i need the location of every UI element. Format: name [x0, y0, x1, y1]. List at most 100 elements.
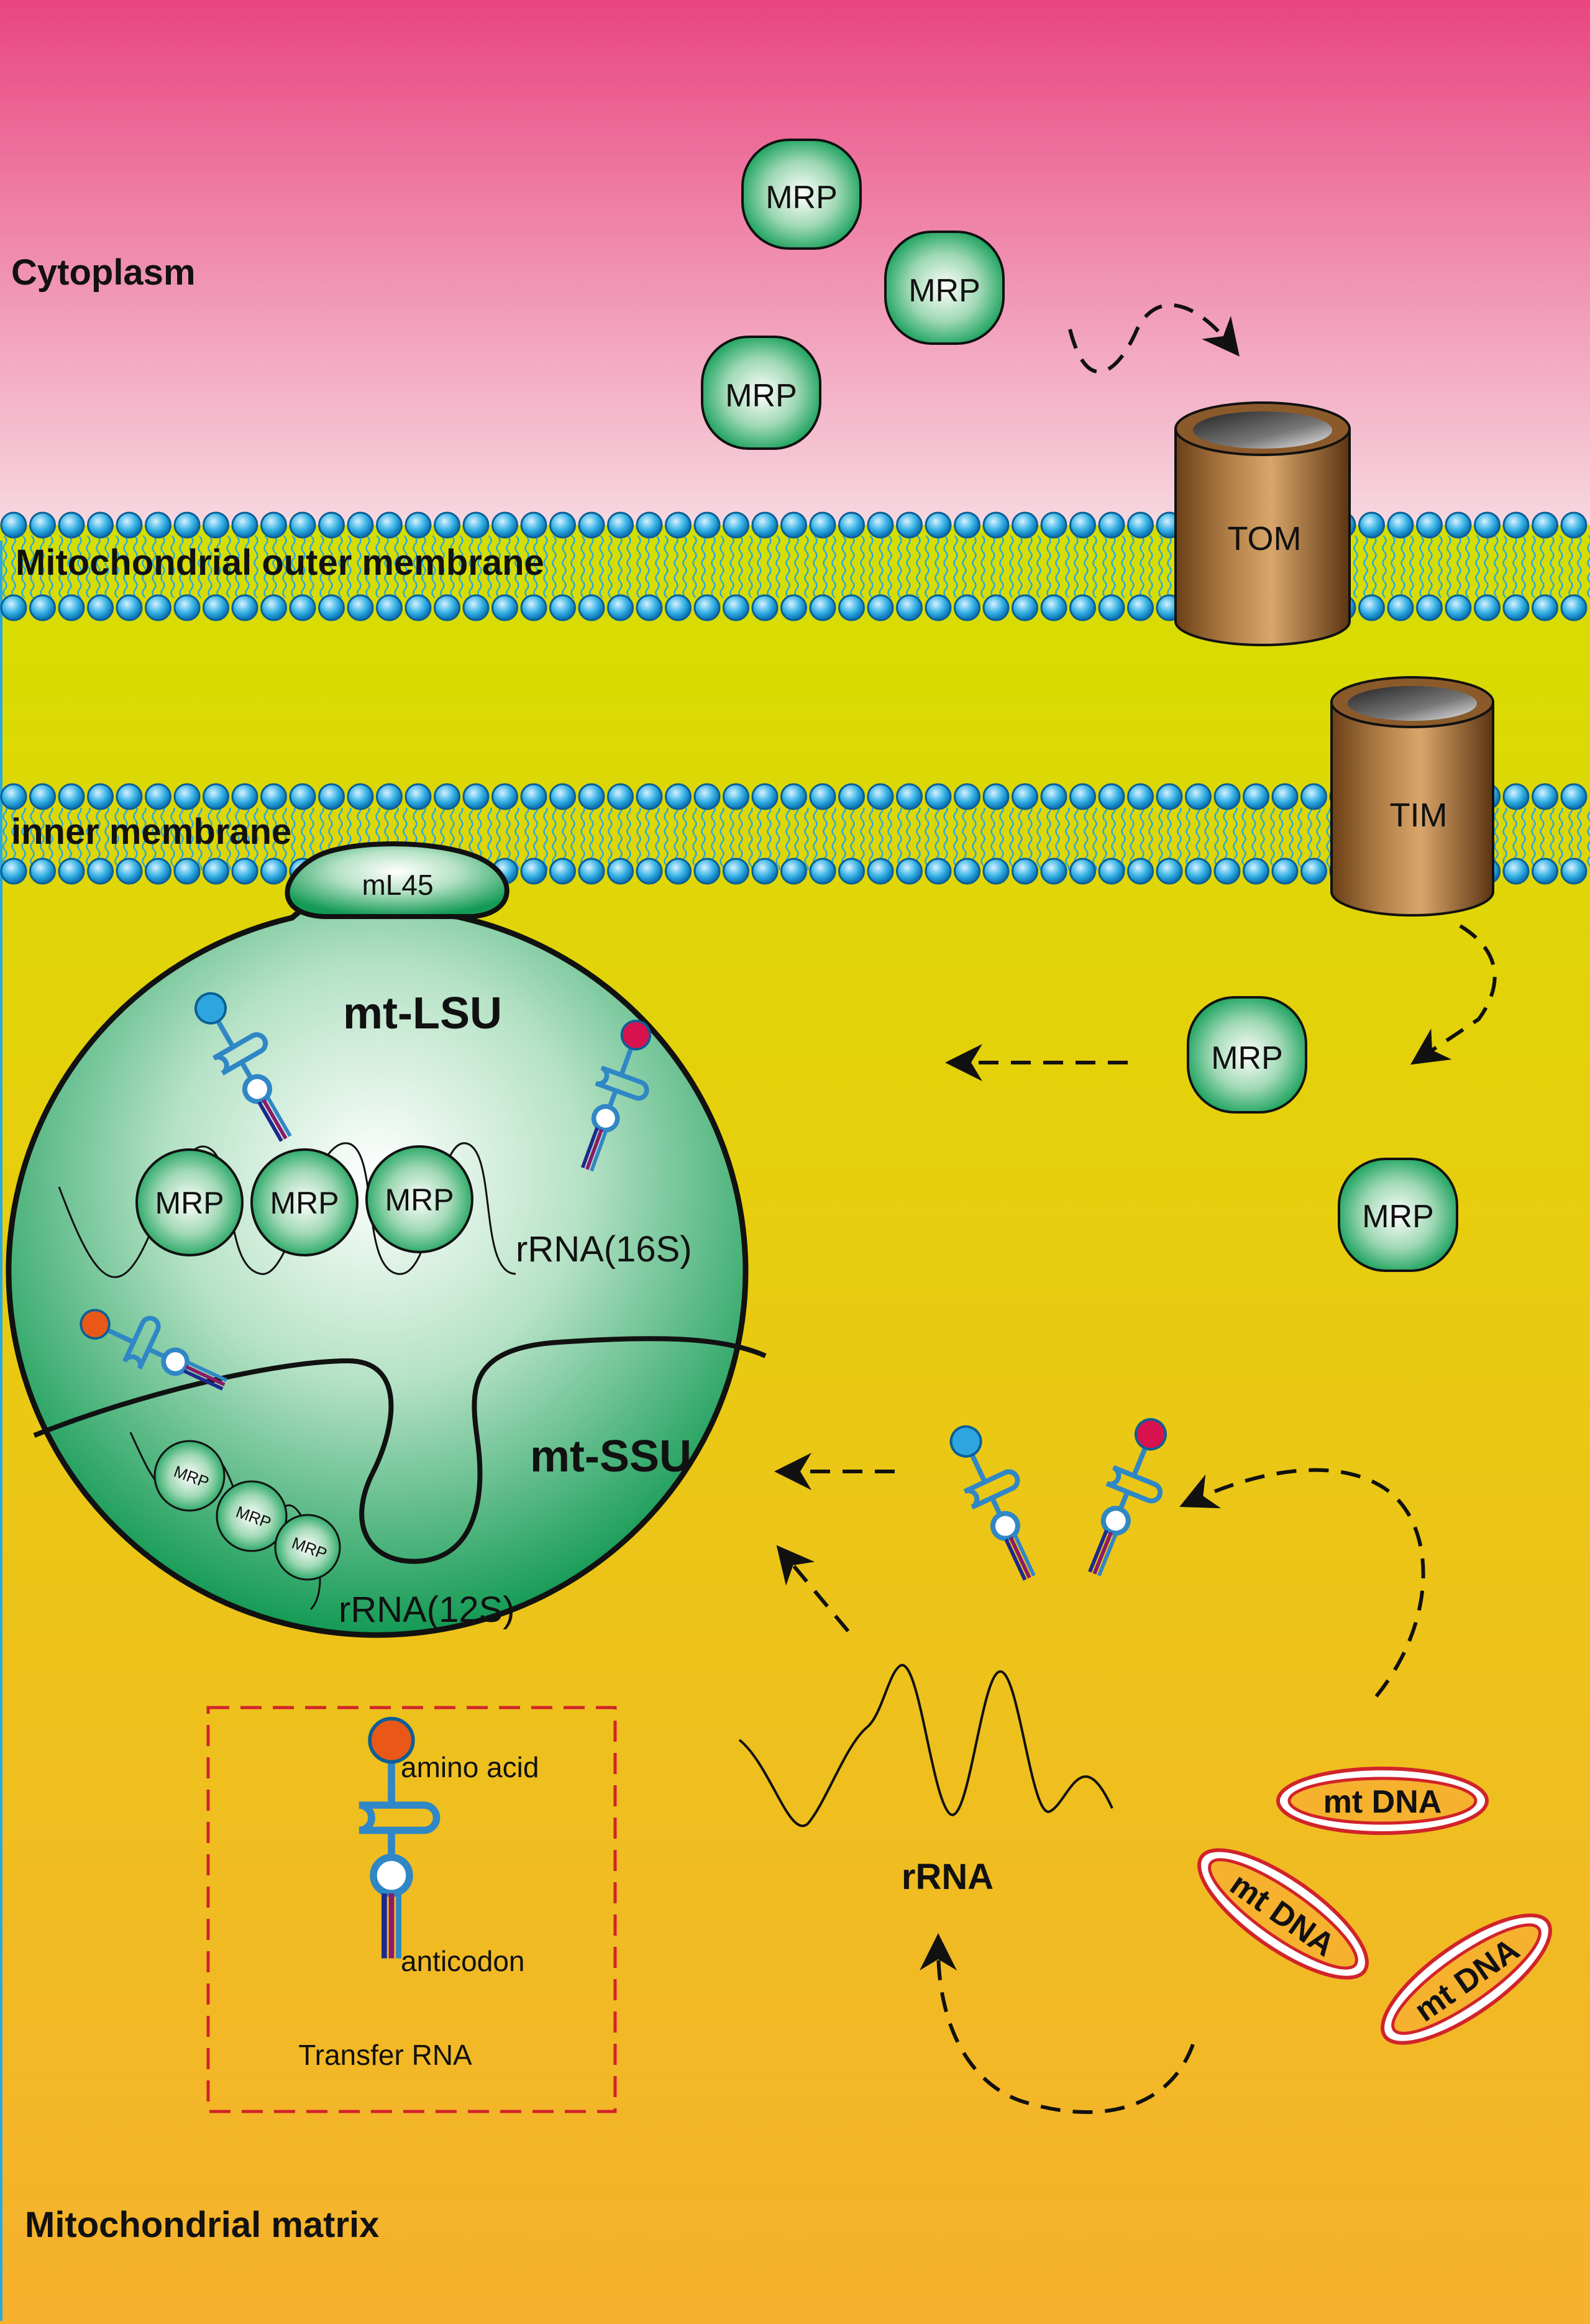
svg-text:MRP: MRP	[155, 1186, 224, 1220]
lipid-head	[1560, 511, 1588, 539]
lipid-head	[1127, 858, 1154, 885]
lipid-head	[1185, 858, 1212, 885]
lipid-head	[751, 594, 779, 621]
lipid-head	[1069, 594, 1096, 621]
lipid-head	[58, 511, 85, 539]
lipid-head	[578, 783, 605, 810]
ml45-label: mL45	[362, 869, 433, 901]
lipid-head	[1271, 783, 1299, 810]
lipid-head	[693, 858, 721, 885]
mrp-protein: MRP	[1187, 996, 1307, 1114]
ssu-mrp: MRP	[274, 1514, 341, 1581]
lipid-head	[58, 783, 85, 810]
svg-text:MRP: MRP	[270, 1186, 339, 1220]
svg-text:MRP: MRP	[1362, 1199, 1434, 1235]
ssu-rrna-label: rRNA(12S)	[339, 1590, 515, 1630]
lipid-head	[1213, 783, 1241, 810]
svg-text:TOM: TOM	[1228, 520, 1302, 557]
lipid-head	[780, 783, 807, 810]
lipid-head	[751, 783, 779, 810]
lipid-head	[1098, 783, 1125, 810]
lipid-head	[231, 511, 258, 539]
trna	[80, 1309, 227, 1391]
lipid-head	[145, 511, 171, 539]
lipid-head	[260, 511, 287, 539]
lipid-head	[145, 594, 171, 621]
lipid-head	[1416, 594, 1443, 621]
lipid-head	[780, 594, 807, 621]
lipid-head	[491, 594, 518, 621]
lipid-head	[1012, 858, 1038, 885]
trna-molecules	[80, 992, 1167, 1959]
lipid-head	[1069, 858, 1096, 885]
lipid-head	[751, 858, 779, 885]
lipid-head	[549, 783, 576, 810]
lipid-head	[1012, 594, 1038, 621]
lipid-head	[116, 511, 143, 539]
lipid-head	[925, 858, 952, 885]
lipid-head	[636, 594, 663, 621]
lipid-head	[896, 783, 923, 810]
lsu-mrp: MRP	[365, 1145, 473, 1253]
import-arrow-from-tim	[1410, 924, 1497, 1065]
lipid-head	[1156, 783, 1183, 810]
lipid-head	[1387, 511, 1414, 539]
lipid-head	[549, 511, 576, 539]
lipid-head	[203, 594, 229, 621]
mtdna-to-rrna-arrow	[920, 1933, 1195, 2114]
lipid-head	[145, 783, 171, 810]
lipid-head	[203, 511, 229, 539]
lipid-head	[376, 594, 403, 621]
lipid-head	[231, 858, 258, 885]
lipid-head	[954, 783, 980, 810]
ssu-mrp: MRP	[153, 1440, 226, 1512]
lipid-head	[289, 511, 316, 539]
lipid-head	[1502, 858, 1530, 885]
lipid-head	[491, 511, 518, 539]
lipid-head	[347, 511, 374, 539]
trna-legend: amino acid anticodon Transfer RNA	[206, 1706, 617, 2113]
lipid-head	[404, 594, 432, 621]
lipid-head	[1560, 594, 1588, 621]
lsu-mrp: MRP	[135, 1148, 244, 1256]
trna	[580, 1020, 652, 1172]
lipid-head	[1098, 594, 1125, 621]
lipid-head	[260, 783, 287, 810]
lipid-head	[520, 594, 547, 621]
lipid-head	[1098, 858, 1125, 885]
lipid-head	[636, 858, 663, 885]
lipid-head	[1445, 594, 1472, 621]
lipid-head	[867, 858, 894, 885]
lipid-head	[1098, 511, 1125, 539]
lipid-head	[0, 783, 27, 810]
lipid-head	[116, 594, 143, 621]
lipid-head	[203, 783, 229, 810]
lipid-head	[867, 511, 894, 539]
lipid-head	[1012, 511, 1038, 539]
lipid-head	[1012, 783, 1038, 810]
lipid-head	[434, 783, 460, 810]
lipid-head	[87, 858, 114, 885]
ml45-anchor	[285, 841, 509, 919]
lipid-head	[925, 783, 952, 810]
lsu-mrp: MRP	[250, 1148, 359, 1256]
cytoplasm-region	[0, 0, 1590, 525]
lipid-head	[1213, 858, 1241, 885]
lipid-head	[1502, 783, 1530, 810]
lipid-head	[578, 858, 605, 885]
lipid-head	[780, 858, 807, 885]
lipid-head	[1127, 594, 1154, 621]
lipid-head	[723, 594, 749, 621]
lipid-head	[203, 858, 229, 885]
lipid-head	[809, 783, 836, 810]
lipid-head	[723, 783, 749, 810]
legend-amino-acid-label: amino acid	[401, 1751, 539, 1783]
lipid-head	[116, 858, 143, 885]
lipid-head	[809, 594, 836, 621]
lipid-head	[318, 783, 345, 810]
lipid-head	[318, 594, 345, 621]
mtdna: mt DNA	[1197, 1848, 1369, 1980]
lipid-head	[520, 511, 547, 539]
lipid-head	[578, 511, 605, 539]
matrix-label: Mitochondrial matrix	[25, 2205, 379, 2245]
